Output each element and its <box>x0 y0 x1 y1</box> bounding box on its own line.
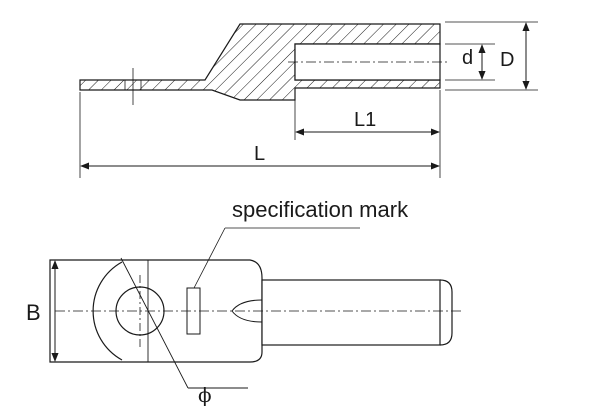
barrel-body <box>261 279 441 346</box>
bore-outline <box>294 43 441 81</box>
top-plan-view <box>49 227 462 389</box>
spec-mark-leader-diagonal <box>193 227 226 289</box>
label-D: D <box>500 49 514 71</box>
lug-pad-outline <box>49 259 263 363</box>
label-B: B <box>26 300 41 325</box>
barrel-end-chamfer <box>439 279 453 346</box>
phi-leader <box>120 257 189 389</box>
label-phi: ϕ <box>198 383 212 407</box>
label-d: d <box>462 47 473 69</box>
label-specification-mark: specification mark <box>232 197 409 222</box>
label-L: L <box>254 143 265 165</box>
label-L1: L1 <box>354 109 376 131</box>
side-section-view <box>79 21 538 178</box>
